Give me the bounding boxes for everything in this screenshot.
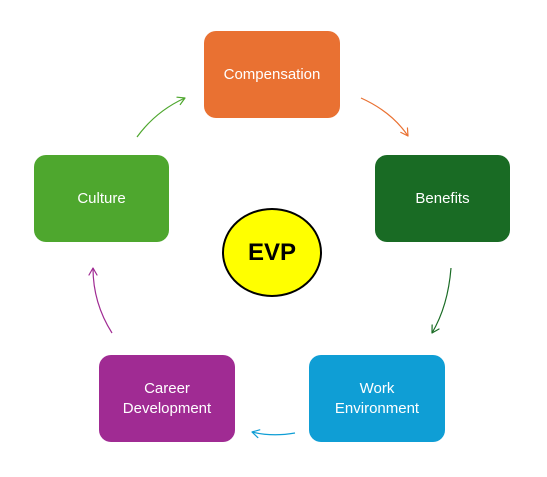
work-environment-label: Work Environment: [334, 379, 420, 417]
arrow-work-environment-to-career-development: [251, 429, 296, 439]
arrow-benefits-to-work-environment: [431, 267, 452, 334]
culture-label: Culture: [77, 189, 126, 207]
work-environment-box: Work Environment: [309, 355, 445, 442]
arrow-compensation-to-benefits: [360, 97, 409, 137]
benefits-box: Benefits: [375, 155, 510, 242]
arrow-career-development-to-culture: [88, 267, 113, 334]
arrow-culture-to-compensation: [136, 96, 186, 138]
career-development-box: Career Development: [99, 355, 235, 442]
compensation-box: Compensation: [204, 31, 340, 118]
compensation-label: Compensation: [223, 65, 321, 83]
culture-box: Culture: [34, 155, 169, 242]
career-development-label: Career Development: [122, 379, 212, 417]
benefits-label: Benefits: [415, 189, 470, 207]
evp-label: EVP: [247, 238, 297, 266]
evp-circle: EVP: [222, 208, 322, 297]
